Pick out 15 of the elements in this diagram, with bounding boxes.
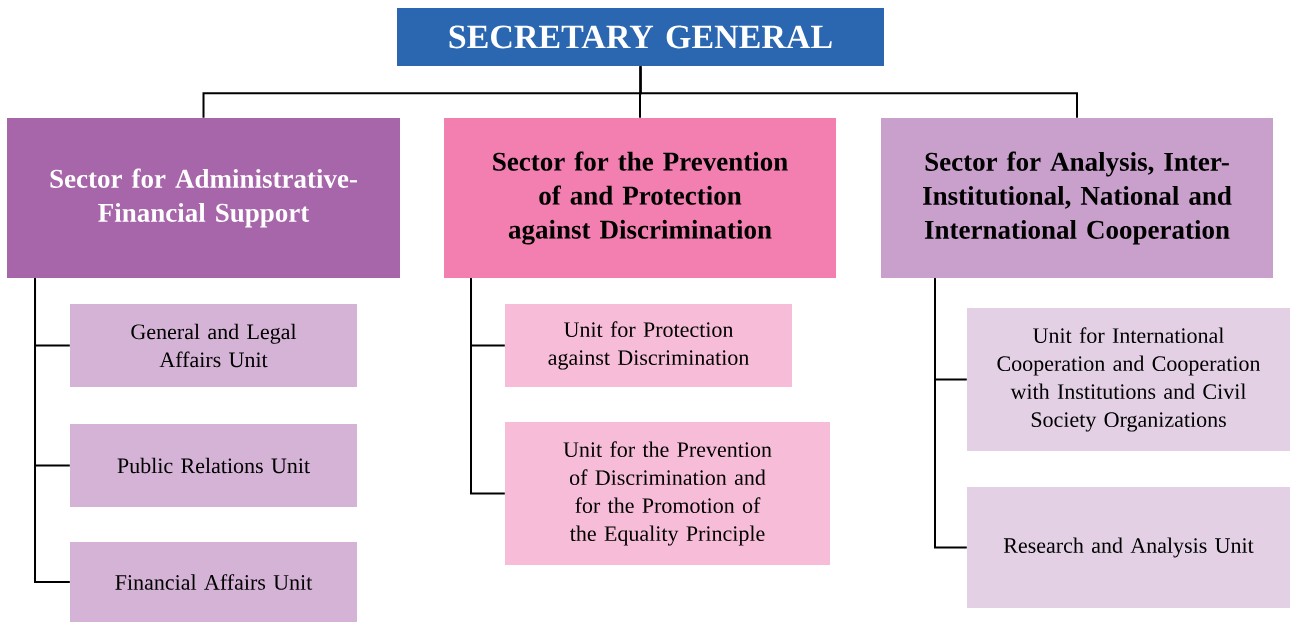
unit-box: Unit for Protection against Discrimination xyxy=(505,304,792,387)
title-box: SECRETARY GENERAL xyxy=(397,8,884,66)
connector-line xyxy=(639,65,1078,119)
connector-line xyxy=(34,277,71,583)
unit-box: General and Legal Affairs Unit xyxy=(70,304,357,387)
sector-box: Sector for the Prevention of and Protection against Discrimination xyxy=(444,118,836,278)
unit-box: Unit for the Prevention of Discrimination and for the Promotion of the Equality Principle xyxy=(505,422,830,565)
unit-box: Financial Affairs Unit xyxy=(70,542,357,622)
sector-box: Sector for Analysis, Inter-Institutional, National and International Cooperation xyxy=(881,118,1273,278)
unit-box: Research and Analysis Unit xyxy=(967,487,1290,608)
unit-box: Public Relations Unit xyxy=(70,424,357,507)
unit-box: Unit for International Cooperation and Cooperation with Institutions and Civil Society Organizations xyxy=(967,308,1290,451)
connector-line xyxy=(470,277,506,495)
connector-line xyxy=(934,277,968,549)
sector-box: Sector for Administrative-Financial Support xyxy=(7,118,400,278)
